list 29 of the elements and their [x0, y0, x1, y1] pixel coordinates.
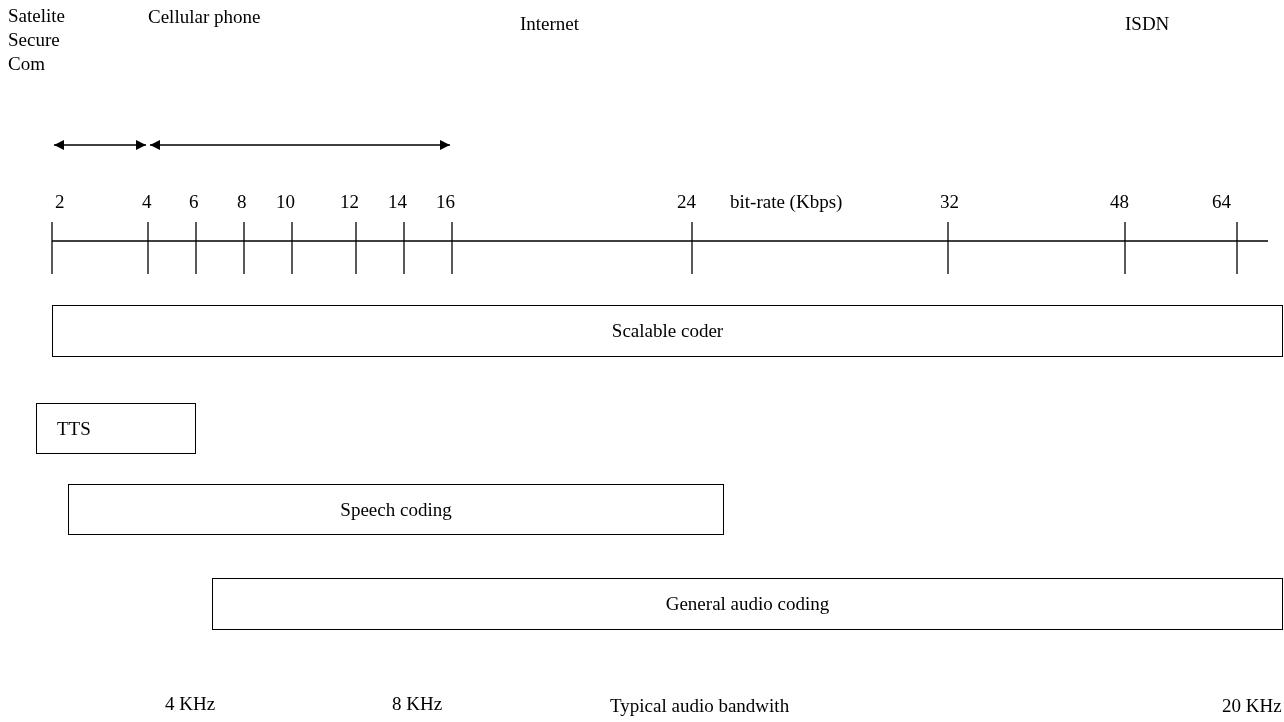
- tick-label: 64: [1212, 190, 1231, 214]
- tick-label: 14: [388, 190, 407, 214]
- coder-label: TTS: [57, 417, 91, 440]
- tick-label: 10: [276, 190, 295, 214]
- bandwidth-label: Typical audio bandwith: [610, 694, 790, 718]
- coder-bar: [52, 305, 1283, 357]
- bandwidth-label: 8 KHz: [392, 692, 443, 716]
- tick-label: 32: [940, 190, 959, 214]
- application-label: Cellular phone: [148, 5, 261, 29]
- axis-title: bit-rate (Kbps): [730, 190, 843, 214]
- bandwidth-label: 20 KHz: [1222, 694, 1282, 718]
- tick-label: 2: [55, 190, 65, 214]
- tick-label: 16: [436, 190, 455, 214]
- bandwidth-label: 4 KHz: [165, 692, 216, 716]
- tick-label: 8: [237, 190, 247, 214]
- tick-label: 4: [142, 190, 152, 214]
- coder-label: Speech coding: [340, 498, 452, 521]
- application-label: ISDN: [1125, 12, 1170, 36]
- application-label: Satelite Secure Com: [8, 4, 66, 76]
- coder-label: Scalable coder: [611, 320, 724, 342]
- coder-label: General audio coding: [665, 593, 830, 615]
- tick-label: 12: [340, 190, 359, 214]
- coder-bar: [212, 578, 1283, 630]
- coder-bar: [36, 403, 196, 454]
- tick-label: 24: [677, 190, 696, 214]
- tick-label: 6: [189, 190, 199, 214]
- application-label: Internet: [520, 12, 580, 36]
- coder-bar: [68, 484, 724, 535]
- tick-label: 48: [1110, 190, 1129, 214]
